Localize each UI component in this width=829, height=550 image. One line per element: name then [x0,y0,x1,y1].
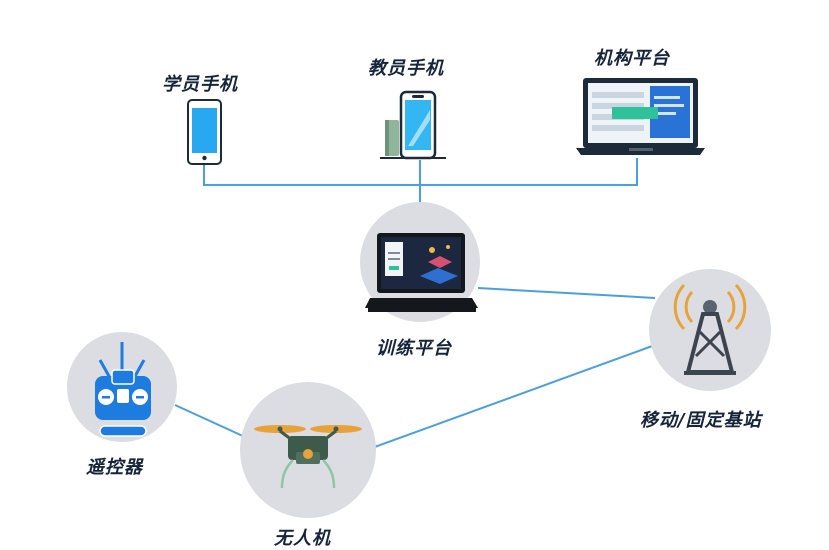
remote-controller-icon [67,332,177,442]
label-training-platform: 训练平台 [376,338,452,359]
base-station-icon [649,269,771,391]
link-drone-to-station [371,344,656,449]
link-remote-to-drone [174,404,246,438]
institution-laptop-icon [576,78,705,155]
link-training-to-station [477,287,656,299]
label-base-station: 移动/固定基站 [640,410,762,431]
label-remote-controller: 遥控器 [86,457,143,478]
label-student-phone: 学员手机 [162,74,238,95]
training-platform-icon [360,202,480,322]
drone-icon [240,382,376,518]
connection-lines [174,158,656,449]
label-teacher-phone: 教员手机 [368,58,444,79]
student-phone-icon [187,99,222,165]
label-institution-platform: 机构平台 [594,48,670,69]
teacher-phone-icon [380,90,446,160]
label-drone: 无人机 [274,528,331,549]
